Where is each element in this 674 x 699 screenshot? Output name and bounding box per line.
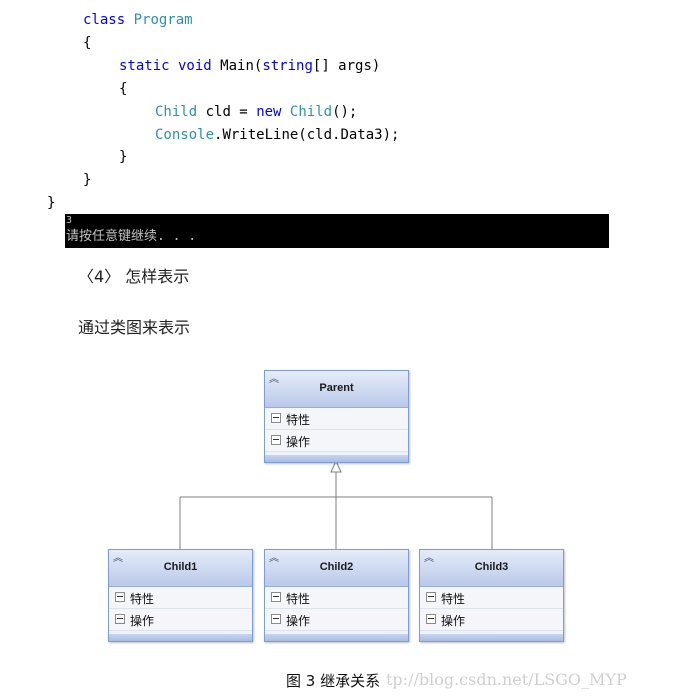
class-box-footer — [420, 634, 563, 641]
double-chevron-up-icon[interactable]: ︽ — [269, 553, 279, 564]
class-box-footer — [265, 455, 408, 462]
class-box-header: ︽ Child1 — [109, 550, 252, 587]
class-diagram: ︽ Parent 特性 操作 ︽ Child1 特性 操作 ︽ Child2 特… — [0, 340, 674, 660]
code-line-brace: { — [119, 81, 128, 97]
class-box-header: ︽ Parent — [265, 371, 408, 408]
double-chevron-up-icon[interactable]: ︽ — [269, 374, 279, 385]
code-line-brace: } — [119, 149, 128, 165]
compartment-fields[interactable]: 特性 — [265, 587, 408, 609]
section-heading: 〈4〉 怎样表示 — [78, 267, 190, 286]
class-box-footer — [109, 634, 252, 641]
class-name: Child3 — [474, 561, 509, 573]
class-box-parent[interactable]: ︽ Parent 特性 操作 — [264, 370, 409, 463]
console-line-result: 3 — [66, 215, 73, 226]
console-output: 3 请按任意键继续. . . — [65, 214, 609, 248]
class-box-header: ︽ Child2 — [265, 550, 408, 587]
class-name: Parent — [319, 382, 354, 394]
watermark: tp://blog.csdn.net/LSGO_MYP — [386, 670, 627, 689]
collapse-minus-icon[interactable] — [426, 614, 436, 624]
collapse-minus-icon[interactable] — [271, 614, 281, 624]
collapse-minus-icon[interactable] — [115, 614, 125, 624]
class-box-child1[interactable]: ︽ Child1 特性 操作 — [108, 549, 253, 642]
compartment-fields[interactable]: 特性 — [265, 408, 408, 430]
class-box-footer — [265, 634, 408, 641]
compartment-methods[interactable]: 操作 — [420, 609, 563, 631]
collapse-minus-icon[interactable] — [426, 592, 436, 602]
collapse-minus-icon[interactable] — [271, 592, 281, 602]
inheritance-lines — [179, 459, 493, 550]
class-box-child2[interactable]: ︽ Child2 特性 操作 — [264, 549, 409, 642]
collapse-minus-icon[interactable] — [115, 592, 125, 602]
console-line-prompt: 请按任意键继续. . . — [66, 229, 197, 244]
code-line-brace: } — [83, 172, 92, 188]
code-line-new-child: Child cld = new Child(); — [155, 104, 358, 120]
compartment-methods[interactable]: 操作 — [109, 609, 252, 631]
double-chevron-up-icon[interactable]: ︽ — [424, 553, 434, 564]
class-name: Child1 — [163, 561, 198, 573]
class-box-header: ︽ Child3 — [420, 550, 563, 587]
code-listing: class Program { static void Main(string[… — [0, 0, 674, 214]
compartment-fields[interactable]: 特性 — [109, 587, 252, 609]
collapse-minus-icon[interactable] — [271, 413, 281, 423]
compartment-methods[interactable]: 操作 — [265, 609, 408, 631]
collapse-minus-icon[interactable] — [271, 435, 281, 445]
code-line-brace: } — [47, 195, 56, 211]
code-line-writeline: Console.WriteLine(cld.Data3); — [155, 127, 400, 143]
double-chevron-up-icon[interactable]: ︽ — [113, 553, 123, 564]
code-line-brace: { — [83, 35, 92, 51]
section-text: 通过类图来表示 — [78, 318, 191, 337]
figure-caption: 图 3 继承关系 — [286, 672, 381, 690]
compartment-fields[interactable]: 特性 — [420, 587, 563, 609]
class-name: Child2 — [319, 561, 354, 573]
code-line-class: class Program — [83, 12, 193, 28]
class-box-child3[interactable]: ︽ Child3 特性 操作 — [419, 549, 564, 642]
inheritance-arrow-icon — [330, 459, 342, 473]
compartment-methods[interactable]: 操作 — [265, 430, 408, 452]
code-line-main: static void Main(string[] args) — [119, 58, 381, 74]
